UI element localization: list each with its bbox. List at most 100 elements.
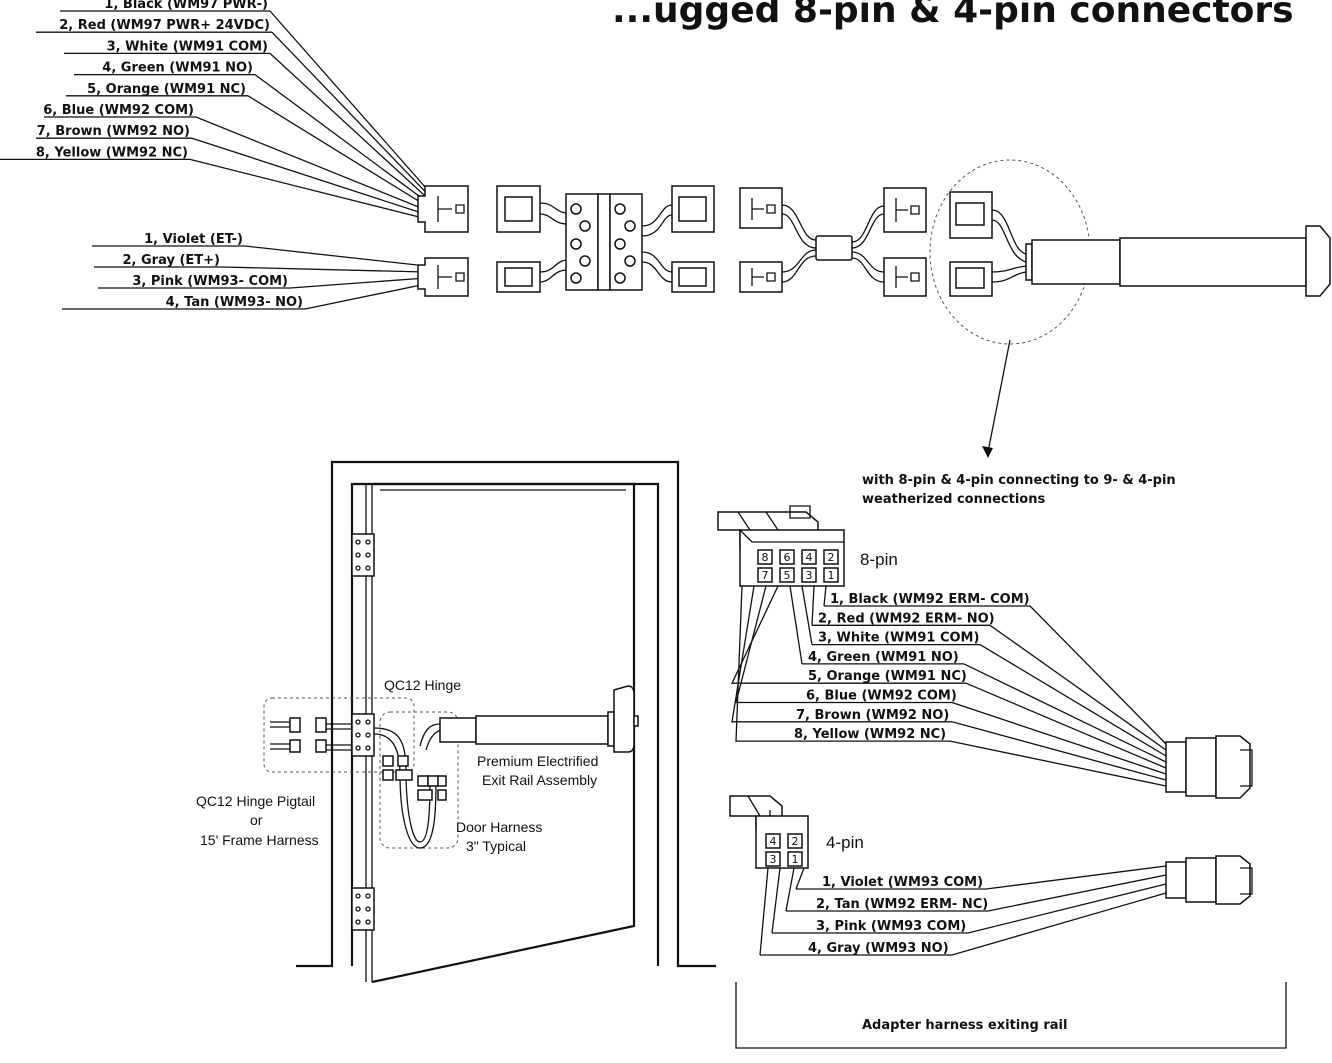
left-8pin-wire bbox=[271, 31, 427, 193]
left-4pin-label-4: 4, Tan (WM93- NO) bbox=[166, 295, 303, 310]
qc12-hinge-label: QC12 Hinge bbox=[384, 677, 461, 693]
connector-pair-3 bbox=[739, 187, 783, 293]
right-8pin-label-4: 4, Green (WM91 NO) bbox=[808, 650, 959, 665]
right-8pin-label-2: 2, Red (WM92 ERM- NO) bbox=[818, 611, 995, 626]
right-4pin-wire bbox=[987, 874, 1167, 912]
pin-number: 6 bbox=[784, 551, 791, 564]
left-8pin-label-5: 5, Orange (WM91 NC) bbox=[87, 82, 246, 97]
callout-arrowhead bbox=[982, 446, 993, 458]
door-drawing bbox=[263, 460, 716, 984]
right-4pin-wire bbox=[967, 883, 1167, 934]
splice-sleeve bbox=[815, 235, 853, 261]
pin-cell bbox=[801, 549, 817, 565]
pin-cell bbox=[801, 567, 817, 583]
pin-cell bbox=[757, 549, 773, 565]
pin-cell bbox=[779, 567, 795, 583]
right-8pin-drop bbox=[789, 585, 803, 664]
right-4pin-label-4: 4, Gray (WM93 NO) bbox=[808, 941, 949, 956]
left-8pin-wire bbox=[195, 116, 427, 211]
pin-cell bbox=[823, 567, 839, 583]
pin-number: 1 bbox=[792, 853, 799, 866]
4pin-label: 4-pin bbox=[826, 833, 864, 852]
right-8pin-wire bbox=[1029, 605, 1167, 745]
right-8pin-drop bbox=[823, 585, 827, 607]
right-8pin-label-1: 1, Black (WM92 ERM- COM) bbox=[830, 592, 1030, 607]
weatherized-plug-4 bbox=[1165, 855, 1253, 905]
right-8pin-wire bbox=[989, 624, 1167, 751]
pin-number: 3 bbox=[770, 853, 777, 866]
right-4pin-drop bbox=[785, 867, 795, 912]
right-8pin-label-6: 6, Blue (WM92 COM) bbox=[806, 689, 957, 704]
right-4pin-label-group: 1, Violet (WM93 COM)2, Tan (WM92 ERM- NC… bbox=[759, 865, 1167, 956]
right-8pin-wire bbox=[951, 721, 1167, 781]
left-8pin-wire bbox=[189, 158, 427, 220]
left-8pin-wire bbox=[269, 52, 427, 198]
left-4pin-wire bbox=[304, 283, 427, 310]
pin-number: 4 bbox=[806, 551, 813, 564]
right-4pin-drop bbox=[771, 867, 781, 934]
callout-arrow bbox=[987, 339, 1011, 453]
left-4pin-label-3: 3, Pink (WM93- COM) bbox=[132, 274, 288, 289]
left-8pin-wire bbox=[191, 137, 427, 216]
right-8pin-wire bbox=[965, 682, 1167, 769]
callout-note-line2: weatherized connections bbox=[862, 492, 1045, 507]
connector-pair-1 bbox=[496, 185, 541, 293]
left-8pin-label-1: 1, Black (WM97 PWR-) bbox=[104, 0, 268, 12]
right-8pin-drop bbox=[811, 585, 815, 626]
adapter-bracket bbox=[735, 982, 1287, 1049]
pin-cell bbox=[779, 549, 795, 565]
connector-pair-5 bbox=[949, 191, 993, 297]
door-harness-label-line1: Door Harness bbox=[456, 819, 542, 835]
left-4pin-wire bbox=[244, 245, 427, 267]
right-8pin-wire bbox=[949, 740, 1167, 787]
right-8pin-label-7: 7, Brown (WM92 NO) bbox=[796, 708, 949, 723]
right-8pin-label-group: 1, Black (WM92 ERM- COM) 2, Red (WM92 ERM… bbox=[730, 585, 1167, 787]
exit-rail-label-line2: Exit Rail Assembly bbox=[482, 772, 597, 788]
hinge-block bbox=[565, 193, 643, 291]
weatherized-plug-8 bbox=[1165, 735, 1253, 799]
callout-note-line1: with 8-pin & 4-pin connecting to 9- & 4-… bbox=[862, 473, 1176, 488]
connector-pair-2 bbox=[671, 185, 715, 293]
left-4pin-wire bbox=[289, 277, 427, 289]
plug-8pin-left bbox=[417, 185, 469, 233]
left-8pin-label-2: 2, Red (WM97 PWR+ 24VDC) bbox=[59, 18, 270, 33]
left-8pin-label-3: 3, White (WM91 COM) bbox=[107, 39, 268, 54]
diagram-title: ...ugged 8-pin & 4-pin connectors bbox=[612, 0, 1294, 31]
right-4pin-label-2: 2, Tan (WM92 ERM- NC) bbox=[816, 897, 988, 912]
pin-cell bbox=[765, 833, 781, 849]
pin-cell bbox=[787, 833, 803, 849]
pin-cell bbox=[823, 549, 839, 565]
door-hinge-bottom bbox=[351, 887, 375, 931]
left-8pin-label-7: 7, Brown (WM92 NO) bbox=[37, 124, 190, 139]
pin-number: 3 bbox=[806, 569, 813, 582]
pin-number: 1 bbox=[828, 569, 835, 582]
right-8pin-drop bbox=[731, 585, 790, 723]
left-4pin-label-group: 1, Violet (ET-)2, Gray (ET+)3, Pink (WM9… bbox=[62, 232, 427, 310]
pin-cell bbox=[757, 567, 773, 583]
right-8pin-drop bbox=[801, 585, 813, 645]
pin-cell bbox=[765, 851, 781, 867]
right-4pin-wire bbox=[951, 892, 1167, 956]
right-8pin-drop bbox=[735, 585, 788, 742]
right-4pin-label-3: 3, Pink (WM93 COM) bbox=[816, 919, 966, 934]
pin-number: 8 bbox=[762, 551, 769, 564]
pin-number: 2 bbox=[792, 835, 799, 848]
right-4pin-drop bbox=[795, 867, 805, 890]
right-8pin-label-5: 5, Orange (WM91 NC) bbox=[808, 669, 967, 684]
left-8pin-label-group: 1, Black (WM97 PWR-) 2, Red (WM97 PWR+ 24… bbox=[0, 0, 427, 220]
right-8pin-wire bbox=[979, 644, 1167, 757]
left-8pin-wire bbox=[247, 95, 427, 207]
left-4pin-wire bbox=[221, 266, 427, 273]
exit-rail-door bbox=[439, 685, 639, 753]
pin-number: 5 bbox=[784, 569, 791, 582]
pin-number: 7 bbox=[762, 569, 769, 582]
pin-cell bbox=[787, 851, 803, 867]
right-4pin-wire bbox=[985, 865, 1167, 890]
pigtail-label-line1: QC12 Hinge Pigtail bbox=[196, 793, 315, 809]
right-4pin-drop bbox=[759, 867, 769, 956]
pigtail-dashed-box bbox=[263, 697, 415, 773]
8pin-label: 8-pin bbox=[860, 550, 898, 569]
